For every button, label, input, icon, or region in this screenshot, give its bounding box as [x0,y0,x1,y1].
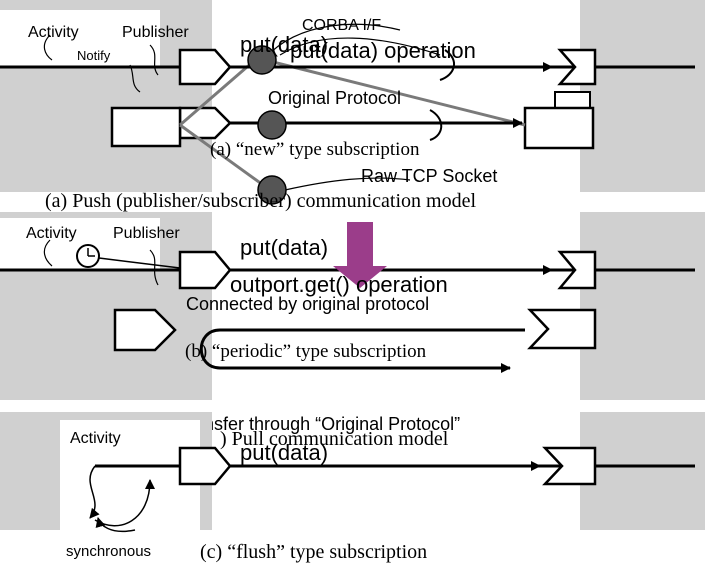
outport-b-mid [113,308,177,352]
notify-label: Notify [77,48,111,63]
panel-b: Activity Publisher put(data) outport.get… [0,212,705,434]
publisher-label-b: Publisher [113,225,180,242]
publisher-label-a: Publisher [122,24,189,41]
clock-icon [76,244,181,269]
connector-a-2 [179,123,271,192]
corba-link-curve-2 [279,37,441,56]
connection-marker-protocol [257,110,287,140]
periodic-connection-loop [199,328,525,373]
outport-c [178,446,232,486]
synchronous-curve-1 [89,465,100,519]
activity-hook-a [43,34,53,61]
subscriber-component-c [580,412,705,530]
corba-hook [439,49,455,81]
corba-label: CORBA I/F [302,17,381,34]
activity-hook-b [43,239,53,267]
inport-b-mid [527,308,597,350]
inport-a-mid [554,91,591,109]
inport-b-top [557,250,597,290]
original-protocol-hook [429,109,443,141]
activity-region-c [60,420,200,530]
subscriber-component-a [580,0,705,192]
connection-marker-tcp [257,175,287,205]
subscriber-component-b [580,212,705,400]
put-data-label-c: put(data) [240,440,328,465]
corba-link-curve [264,23,401,59]
notify-region [0,10,160,68]
publisher-buffer-a [110,106,182,148]
synchronous-label: synchronous [66,543,151,560]
outport-a-mid [178,106,232,140]
inport-a-top [557,48,597,86]
put-data-label-a: put(data) [240,32,328,57]
connector-a-3 [264,58,526,127]
activity-label-a: Activity [28,24,79,41]
synchronous-curve-3 [95,517,136,532]
outport-b-top [178,250,232,290]
panel-c: Activity ) Pull communication model put(… [0,412,705,563]
activity-label-c: Activity [70,430,121,447]
operation-label-a: put(data) operation [290,38,476,63]
notify-curve [129,64,141,93]
inport-c [542,446,597,486]
push-model-caption: (a) Push (publisher/subscriber) communic… [45,190,476,212]
put-data-label-b: put(data) [240,235,328,260]
transition-arrow [333,222,387,288]
periodic-subscription-caption: (b) “periodic” type subscription [185,341,427,362]
connector-a-1 [179,58,256,127]
original-protocol-label: Original Protocol [268,88,401,108]
activity-label-b: Activity [26,225,77,242]
operation-label-b: outport.get() operation [230,272,448,297]
publisher-hook-a [149,44,159,76]
raw-tcp-curve [284,177,411,191]
new-subscription-caption: (a) “new” type subscription [210,139,420,160]
data-transfer-label: Data transfer through “Original Protocol… [140,414,460,434]
connected-label: Connected by original protocol [186,294,429,314]
connection-marker-corba [247,45,277,75]
subscriber-buffer-a [523,106,595,150]
panel-a: Activity Publisher Notify CORBA I/F put(… [0,0,705,212]
flush-subscription-caption: (c) “flush” type subscription [200,541,427,563]
raw-tcp-label: Raw TCP Socket [361,166,497,186]
pull-model-caption: ) Pull communication model [220,428,449,450]
outport-a-top [178,48,232,86]
